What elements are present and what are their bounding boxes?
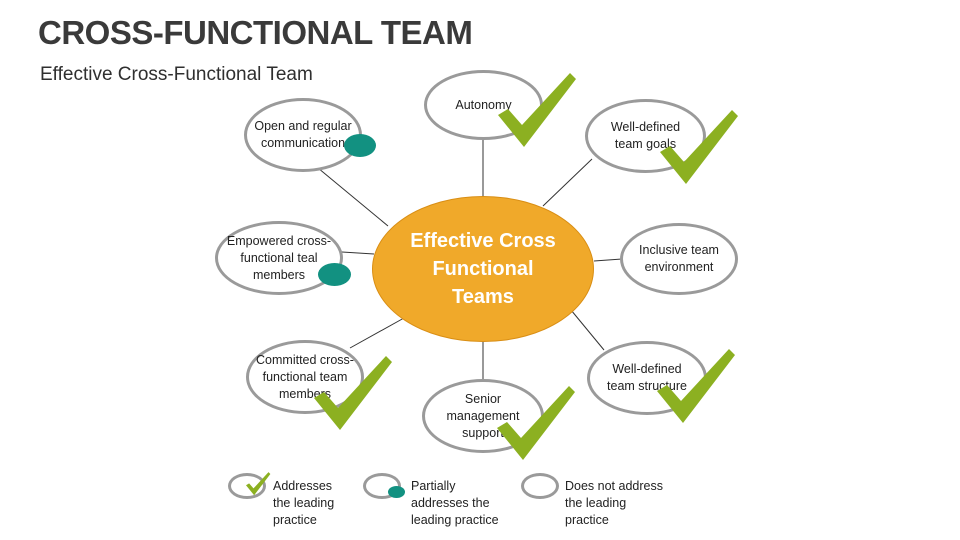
legend-addresses-label: Addresses the leading practice <box>273 479 335 527</box>
node-label: Inclusive team environment <box>639 243 719 274</box>
check-icon <box>497 386 575 460</box>
node-label: Open and regular communication <box>254 119 352 150</box>
central-concept: Effective Cross Functional Teams <box>372 196 594 342</box>
page-title: CROSS-FUNCTIONAL TEAM <box>38 14 473 51</box>
connector-line-inclusive <box>593 258 623 262</box>
check-icon <box>660 110 738 184</box>
node-open-communication: Open and regular communication <box>244 98 362 172</box>
connector-line-communication <box>317 167 389 227</box>
node-label: Autonomy <box>455 97 512 112</box>
partial-indicator-icon <box>318 263 351 286</box>
node-team-structure: Well-defined team structure <box>587 341 707 415</box>
legend-check-icon <box>246 472 271 496</box>
node-label: Senior management support <box>446 391 520 440</box>
connector-line-structure <box>570 309 605 351</box>
check-icon <box>657 349 735 423</box>
node-label: Empowered cross-functional teal members <box>226 233 332 282</box>
legend-teal-dot-icon <box>388 486 405 498</box>
legend-does-not-address-label: Does not address the leading practice <box>565 479 663 527</box>
check-icon <box>498 73 576 147</box>
check-icon <box>314 356 392 430</box>
node-label: Committed cross-functional team members <box>256 352 354 401</box>
connector-line-team-goals <box>542 158 593 207</box>
connector-line-empowered <box>341 251 375 255</box>
legend-does-not-address-oval <box>521 473 559 499</box>
central-concept-label: Effective Cross Functional Teams <box>410 230 556 308</box>
node-committed-members: Committed cross-functional team members <box>246 340 364 414</box>
partial-indicator-icon <box>344 134 376 157</box>
page-subtitle: Effective Cross-Functional Team <box>40 64 313 85</box>
node-inclusive-environment: Inclusive team environment <box>620 223 738 295</box>
legend-partial-label: Partially addresses the leading practice <box>411 479 499 527</box>
node-empowered-members: Empowered cross-functional teal members <box>215 221 343 295</box>
node-label: Well-defined team goals <box>610 120 681 151</box>
connector-line-committed <box>349 317 405 349</box>
